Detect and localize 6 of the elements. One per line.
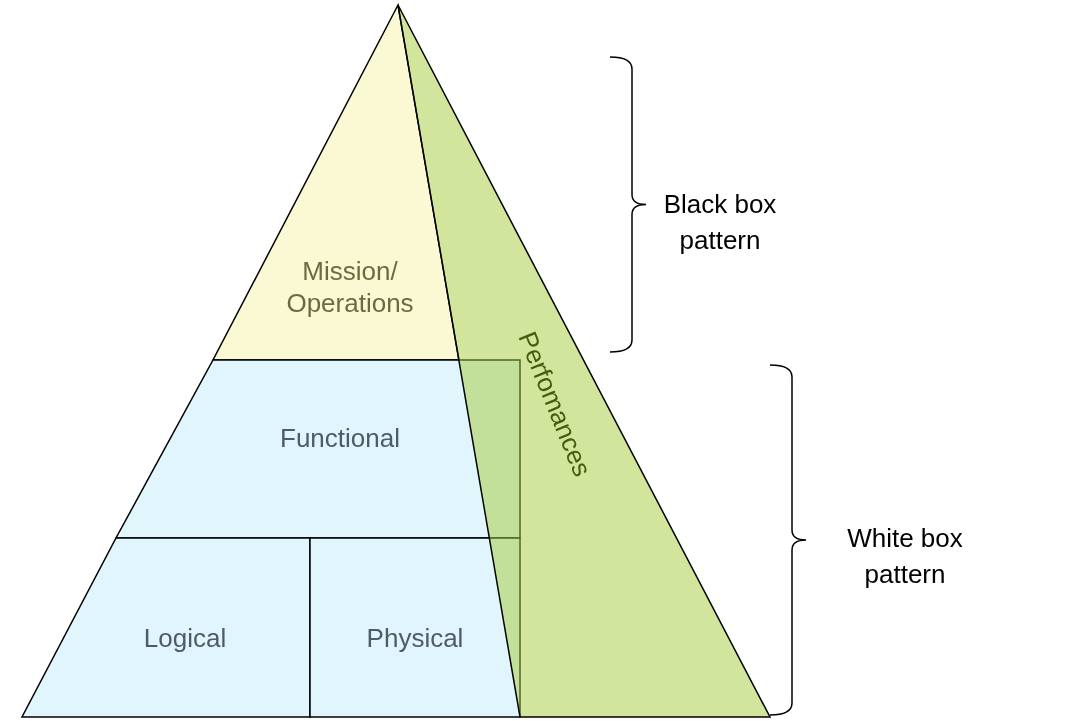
section-label: Physical — [365, 622, 465, 654]
bracket-label: Black box pattern — [662, 188, 778, 257]
section-label: Logical — [142, 622, 228, 654]
section-label: Functional — [279, 422, 401, 454]
section-label: Mission/ Operations — [285, 255, 415, 319]
bracket-label: White box pattern — [846, 522, 964, 591]
